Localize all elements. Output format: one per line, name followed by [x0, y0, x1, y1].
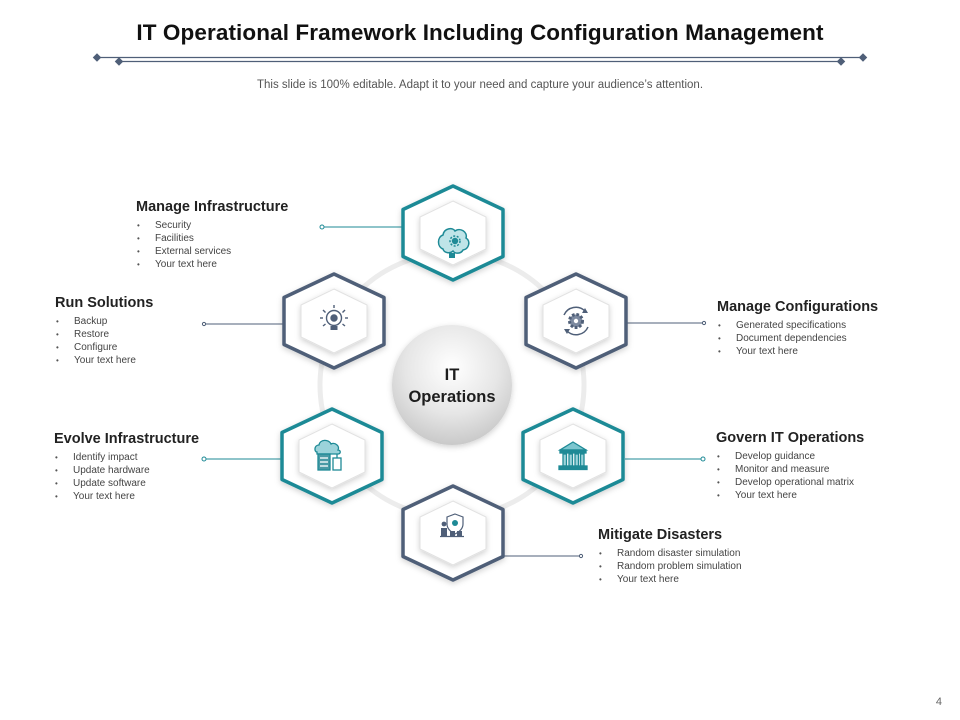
center-label-line2: Operations — [408, 388, 496, 406]
section-title: Govern IT Operations — [716, 430, 865, 446]
bullet-list: Generated specifications Document depend… — [717, 319, 878, 358]
list-item: Security — [136, 219, 288, 232]
title-divider — [92, 53, 868, 66]
list-item: Monitor and measure — [716, 463, 864, 476]
center-label: IT Operations — [392, 364, 512, 408]
list-item: Backup — [55, 315, 153, 328]
list-item: Facilities — [136, 232, 288, 245]
list-item: Random problem simulation — [598, 560, 742, 573]
bullet-list: Security Facilities External services Yo… — [136, 219, 288, 271]
list-item: Develop guidance — [716, 450, 864, 463]
shield-team-icon — [440, 513, 464, 538]
list-item: Your text here — [598, 573, 742, 586]
bullet-list: Backup Restore Configure Your text here — [55, 315, 153, 367]
section-title: Mitigate Disasters — [598, 527, 723, 543]
lightbulb-gear-icon — [320, 305, 348, 330]
section-manage-configurations: Manage Configurations Generated specific… — [717, 299, 878, 358]
brain-gear-icon — [437, 227, 470, 258]
section-title: Manage Infrastructure — [136, 199, 289, 215]
bullet-list: Develop guidance Monitor and measure Dev… — [716, 450, 864, 502]
section-govern-it-operations: Govern IT Operations Develop guidance Mo… — [716, 430, 864, 502]
section-mitigate-disasters: Mitigate Disasters Random disaster simul… — [598, 527, 742, 586]
list-item: Random disaster simulation — [598, 547, 742, 560]
slide-subtitle: This slide is 100% editable. Adapt it to… — [256, 79, 704, 91]
center-label-line1: IT — [444, 366, 460, 384]
cloud-server-icon — [314, 439, 342, 471]
list-item: Document dependencies — [717, 332, 878, 345]
section-manage-infrastructure: Manage Infrastructure Security Facilitie… — [136, 199, 288, 271]
list-item: Develop operational matrix — [716, 476, 864, 489]
connector-lines — [201, 224, 707, 559]
list-item: Your text here — [136, 258, 288, 271]
list-item: Restore — [55, 328, 153, 341]
list-item: Configure — [55, 341, 153, 354]
list-item: Your text here — [716, 489, 864, 502]
list-item: Your text here — [54, 490, 199, 503]
gear-cycle-icon — [563, 306, 589, 336]
bullet-list: Identify impact Update hardware Update s… — [54, 451, 199, 503]
list-item: Your text here — [55, 354, 153, 367]
list-item: Update hardware — [54, 464, 199, 477]
list-item: Your text here — [717, 345, 878, 358]
center-circle — [392, 325, 512, 445]
section-title: Run Solutions — [55, 295, 154, 311]
bullet-list: Random disaster simulation Random proble… — [598, 547, 742, 586]
section-title: Manage Configurations — [717, 299, 879, 315]
section-run-solutions: Run Solutions Backup Restore Configure Y… — [55, 295, 153, 367]
list-item: External services — [136, 245, 288, 258]
section-title: Evolve Infrastructure — [54, 431, 200, 447]
list-item: Update software — [54, 477, 199, 490]
building-columns-icon — [557, 441, 589, 471]
list-item: Generated specifications — [717, 319, 878, 332]
list-item: Identify impact — [54, 451, 199, 464]
slide-title: IT Operational Framework Including Confi… — [136, 20, 824, 45]
hexagon-evolve-infrastructure — [280, 407, 384, 505]
page-number: 4 — [935, 696, 942, 708]
section-evolve-infrastructure: Evolve Infrastructure Identify impact Up… — [54, 431, 199, 503]
